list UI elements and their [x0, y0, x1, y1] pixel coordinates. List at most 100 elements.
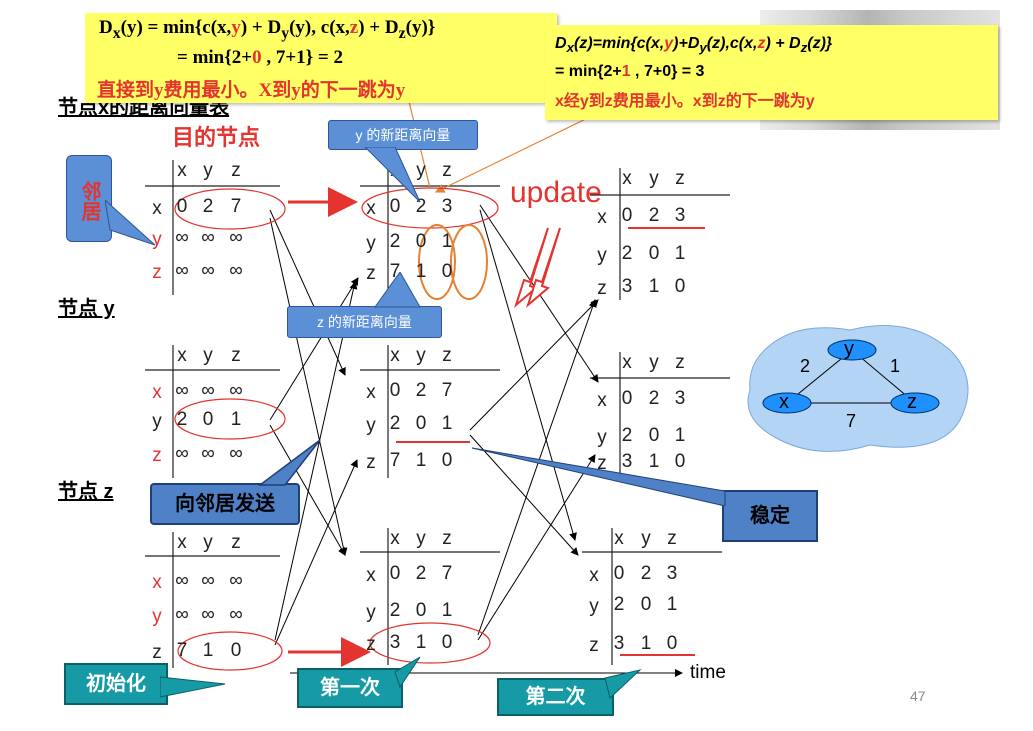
table-cell: 0 — [674, 276, 686, 297]
table-header-cell: x — [390, 528, 400, 549]
table-row-label: y — [597, 427, 607, 448]
table-cell: ∞ — [175, 443, 189, 464]
table-cell: 1 — [648, 451, 660, 472]
table-header-cell: z — [231, 160, 241, 181]
table-header-cell: y — [203, 160, 213, 181]
table-cell: 1 — [415, 632, 427, 653]
table-header-cell: z — [442, 528, 452, 549]
table-cell: 7 — [230, 196, 242, 217]
table-header-cell: x — [614, 528, 624, 549]
table-cell: 0 — [648, 425, 660, 446]
table-cell: ∞ — [229, 227, 243, 248]
table-cell: 2 — [202, 196, 214, 217]
table-cell: ∞ — [175, 570, 189, 591]
table-row-label: x — [152, 198, 162, 219]
table-row-label: z — [366, 263, 376, 284]
table-cell: 0 — [621, 388, 633, 409]
stable-callout-tail — [471, 447, 726, 506]
second-round-callout: 第二次 — [497, 678, 614, 716]
table-cell: 0 — [389, 196, 401, 217]
table-header-cell: y — [203, 532, 213, 553]
table-cell: 0 — [441, 261, 453, 282]
table-cell: 7 — [176, 640, 188, 661]
table-cell: ∞ — [201, 570, 215, 591]
table-header-cell: y — [203, 345, 213, 366]
stable-callout: 稳定 — [722, 490, 818, 542]
node-z-label: 节点 z — [58, 481, 114, 503]
table-cell: 2 — [389, 231, 401, 252]
node-y-label: 节点 y — [58, 298, 115, 320]
table-header-cell: y — [416, 160, 426, 181]
net-node-z: z — [907, 391, 917, 413]
table-cell: 2 — [648, 205, 660, 226]
time-label: time — [690, 662, 726, 683]
table-cell: 0 — [441, 632, 453, 653]
init-callout: 初始化 — [64, 663, 168, 705]
net-cost-xz: 7 — [846, 411, 857, 431]
y-callout-tail — [364, 147, 421, 203]
neighbor-callout-tail — [105, 200, 156, 246]
table-cell: 2 — [389, 600, 401, 621]
net-cost-yz: 1 — [890, 356, 901, 376]
table-header-cell: y — [641, 528, 651, 549]
formula-box-left: Dx(y) = min{c(x,y) + Dy(y), c(x,z) + Dz(… — [85, 13, 557, 103]
table-cell: ∞ — [229, 570, 243, 591]
table-cell: 2 — [415, 196, 427, 217]
table-cell: 1 — [674, 243, 686, 264]
table-cell: 7 — [441, 563, 453, 584]
init-callout-tail — [160, 676, 226, 698]
table-cell: 1 — [666, 594, 678, 615]
send-callout-tail — [257, 440, 321, 486]
first-round-callout: 第一次 — [297, 668, 403, 708]
table-cell: 1 — [441, 231, 453, 252]
table-row-label: x — [597, 207, 607, 228]
z-new-vector-callout: z 的新距离向量 — [287, 306, 442, 338]
table-cell: 0 — [176, 196, 188, 217]
dest-label: 目的节点 — [172, 125, 261, 150]
table-cell: 0 — [389, 380, 401, 401]
table-cell: 2 — [176, 409, 188, 430]
table-cell: 0 — [674, 451, 686, 472]
table-cell: ∞ — [175, 380, 189, 401]
table-cell: ∞ — [201, 260, 215, 281]
table-header-cell: z — [442, 345, 452, 366]
table-row-label: x — [589, 565, 599, 586]
table-header-cell: x — [390, 345, 400, 366]
table-cell: 2 — [621, 425, 633, 446]
table-cell: 1 — [674, 425, 686, 446]
table-header-cell: y — [649, 168, 659, 189]
table-row-label: x — [366, 382, 376, 403]
table-row-label: y — [366, 415, 376, 436]
table-header-cell: z — [231, 532, 241, 553]
table-cell: 0 — [621, 205, 633, 226]
table-cell: 3 — [674, 388, 686, 409]
table-header-cell: y — [416, 345, 426, 366]
table-header-cell: y — [649, 352, 659, 373]
table-row-label: z — [152, 262, 162, 283]
table-header-cell: z — [675, 168, 685, 189]
table-cell: 0 — [441, 450, 453, 471]
table-cell: ∞ — [229, 380, 243, 401]
table-row-label: z — [366, 452, 376, 473]
formula-left-note: 直接到y费用最小。X到y的下一跳为y — [97, 80, 406, 101]
update-label: update — [510, 176, 602, 209]
table-row-label: z — [597, 453, 607, 474]
table-row-label: y — [366, 602, 376, 623]
table-cell: ∞ — [201, 227, 215, 248]
table-cell: 2 — [415, 563, 427, 584]
net-cost-xy: 2 — [800, 356, 811, 376]
page-number: 47 — [910, 688, 926, 704]
table-header-cell: x — [177, 160, 187, 181]
second-callout-tail — [604, 669, 642, 699]
table-header-cell: z — [442, 160, 452, 181]
table-cell: 1 — [441, 600, 453, 621]
send-to-neighbors-callout: 向邻居发送 — [150, 483, 300, 525]
table-cell: 0 — [230, 640, 242, 661]
table-cell: 0 — [640, 594, 652, 615]
table-cell: 2 — [648, 388, 660, 409]
table-cell: 7 — [389, 450, 401, 471]
table-header-cell: z — [675, 352, 685, 373]
table-cell: 0 — [415, 413, 427, 434]
table-cell: 0 — [666, 633, 678, 654]
